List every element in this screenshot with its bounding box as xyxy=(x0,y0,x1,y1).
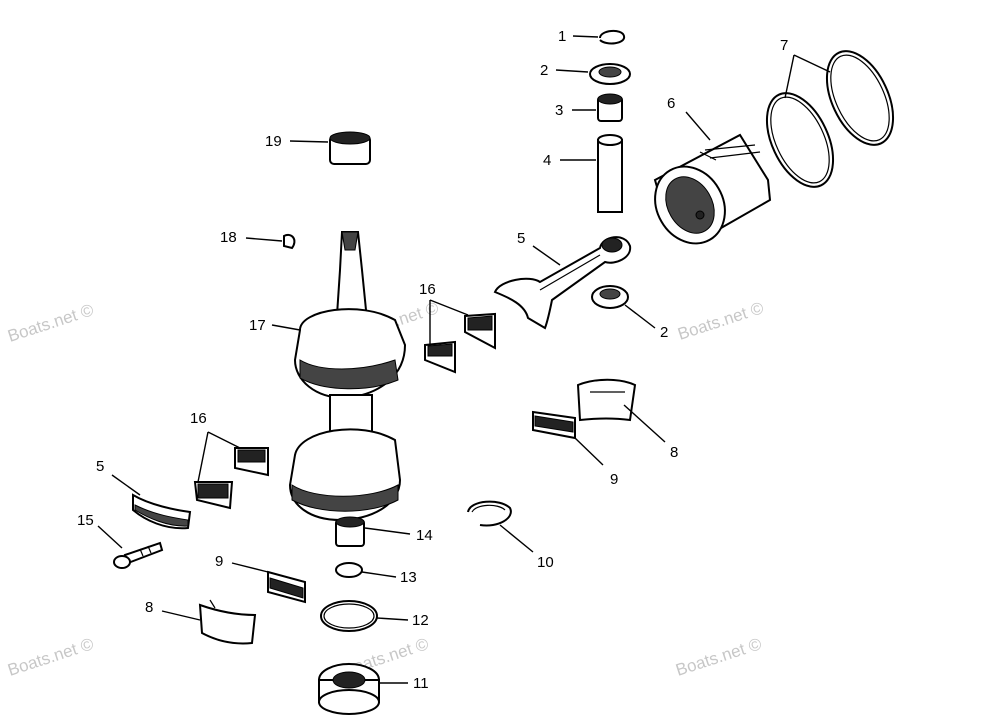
callout-5-lower: 5 xyxy=(96,458,104,475)
part-8-bearing-race-lower: 8 xyxy=(145,599,257,645)
callout-16-upper: 16 xyxy=(419,281,436,298)
part-18-woodruff-key: 18 xyxy=(220,229,296,250)
part-5-connecting-rod: 5 xyxy=(493,230,632,330)
watermark-left: Boats.net © xyxy=(5,300,96,346)
callout-15: 15 xyxy=(77,512,94,529)
callout-13: 13 xyxy=(400,569,417,586)
callout-2-top: 2 xyxy=(540,62,548,79)
part-16-needle-bearing-upper: 16 xyxy=(419,281,496,374)
part-3-needle-bearing: 3 xyxy=(555,93,623,122)
callout-16-lower: 16 xyxy=(190,410,207,427)
callout-3: 3 xyxy=(555,102,563,119)
callout-11: 11 xyxy=(413,675,429,692)
part-15-rod-cap-bolt: 15 xyxy=(77,512,164,569)
part-10-retaining-ring: 10 xyxy=(467,500,554,571)
part-16-needle-bearing-lower: 16 xyxy=(190,410,269,510)
watermark-bottom-right: Boats.net © xyxy=(673,634,764,680)
callout-12: 12 xyxy=(412,612,429,629)
callout-8-lower: 8 xyxy=(145,599,153,616)
callout-6: 6 xyxy=(667,95,675,112)
part-1-retainer-clip: 1 xyxy=(558,28,626,45)
callout-9-right: 9 xyxy=(610,471,618,488)
callout-2-lower: 2 xyxy=(660,324,668,341)
part-2-thrust-washer-lower: 2 xyxy=(591,285,668,341)
callout-8-right: 8 xyxy=(670,444,678,461)
part-13-o-ring: 13 xyxy=(335,562,417,586)
callout-5-top: 5 xyxy=(517,230,525,247)
part-2-thrust-washer-top: 2 xyxy=(540,62,631,85)
callout-10: 10 xyxy=(537,554,554,571)
part-14-bearing: 14 xyxy=(364,527,433,544)
part-5-rod-cap: 5 xyxy=(96,458,192,530)
callout-18: 18 xyxy=(220,229,237,246)
part-9-bearing-cage-right: 9 xyxy=(532,410,618,488)
part-17-crankshaft: 17 xyxy=(249,231,407,547)
part-9-bearing-cage-lower: 9 xyxy=(215,553,306,604)
callout-14: 14 xyxy=(416,527,433,544)
callout-9-lower: 9 xyxy=(215,553,223,570)
part-7-piston-rings: 7 xyxy=(765,37,895,188)
callout-7: 7 xyxy=(780,37,788,54)
callout-19: 19 xyxy=(265,133,282,150)
callout-1: 1 xyxy=(558,28,566,45)
part-8-bearing-race-right: 8 xyxy=(576,378,678,461)
part-19-bearing-sleeve: 19 xyxy=(265,131,371,165)
part-12-o-ring-large: 12 xyxy=(320,600,429,632)
watermark-right: Boats.net © xyxy=(675,298,766,344)
part-6-piston: 6 xyxy=(653,95,772,245)
callout-17: 17 xyxy=(249,317,266,334)
watermark-bottom-left: Boats.net © xyxy=(5,634,96,680)
part-4-wrist-pin: 4 xyxy=(543,134,623,213)
callout-4: 4 xyxy=(543,152,551,169)
part-11-oil-seal: 11 xyxy=(318,663,429,715)
